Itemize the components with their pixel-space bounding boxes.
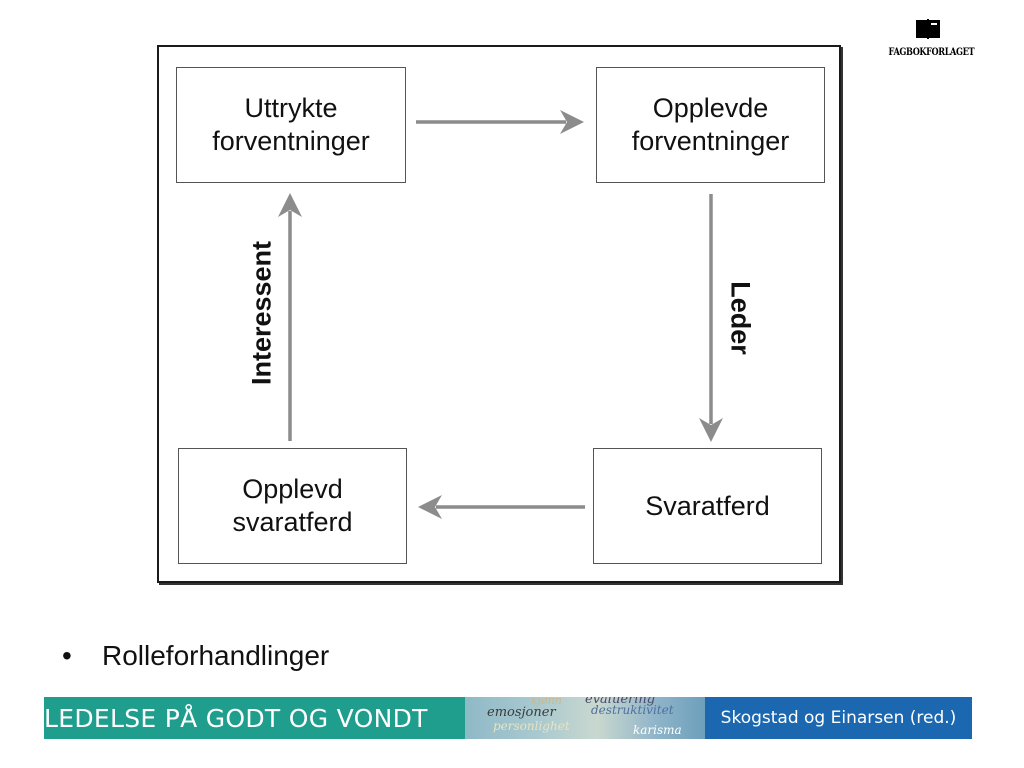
bullet-icon: •	[62, 640, 72, 671]
node-line: svaratferd	[232, 507, 353, 537]
collage-word: emosjoner	[487, 705, 556, 720]
publisher-logo: FAGBOKFORLAGET	[880, 18, 975, 58]
node-line: Svaratferd	[645, 490, 770, 521]
node-line: Opplevd	[242, 474, 343, 504]
diagram-frame	[157, 45, 841, 583]
authors-banner: Skogstad og Einarsen (red.)	[705, 697, 972, 739]
collage-word: karisma	[633, 723, 682, 737]
edge-label-leder: Leder	[725, 281, 756, 355]
collage-word: evaluering	[585, 697, 656, 707]
banner-word-collage: kjønn evaluering emosjoner destruktivite…	[465, 697, 705, 739]
logo-text: FAGBOKFORLAGET	[888, 47, 975, 58]
collage-word: kjønn	[531, 697, 562, 707]
bullet-list: • Rolleforhandlinger	[62, 640, 329, 672]
book-title-banner: LEDELSE PÅ GODT OG VONDT	[44, 697, 465, 739]
edge-label-interessent: Interessent	[246, 240, 277, 386]
node-uttrykte-forventninger: Uttrykte forventninger	[176, 67, 406, 183]
book-title: LEDELSE PÅ GODT OG VONDT	[44, 703, 428, 733]
arrowhead	[560, 110, 584, 134]
node-line: forventninger	[631, 126, 790, 156]
bullet-item: Rolleforhandlinger	[102, 640, 330, 671]
footer-banner: LEDELSE PÅ GODT OG VONDT kjønn evaluerin…	[44, 697, 972, 739]
collage-word: personlighet	[493, 719, 570, 733]
book-authors: Skogstad og Einarsen (red.)	[720, 708, 957, 728]
node-svaratferd: Svaratferd	[593, 448, 822, 564]
collage-word: destruktivitet	[591, 703, 674, 717]
node-line: Uttrykte	[244, 93, 338, 123]
arrowhead	[278, 193, 302, 217]
arrowhead	[418, 495, 442, 519]
node-line: Opplevde	[652, 93, 769, 123]
book-icon	[915, 19, 940, 39]
arrowhead	[699, 418, 723, 442]
node-line: forventninger	[212, 126, 370, 156]
node-opplevde-forventninger: Opplevde forventninger	[596, 67, 825, 183]
node-opplevd-svaratferd: Opplevd svaratferd	[178, 448, 407, 564]
